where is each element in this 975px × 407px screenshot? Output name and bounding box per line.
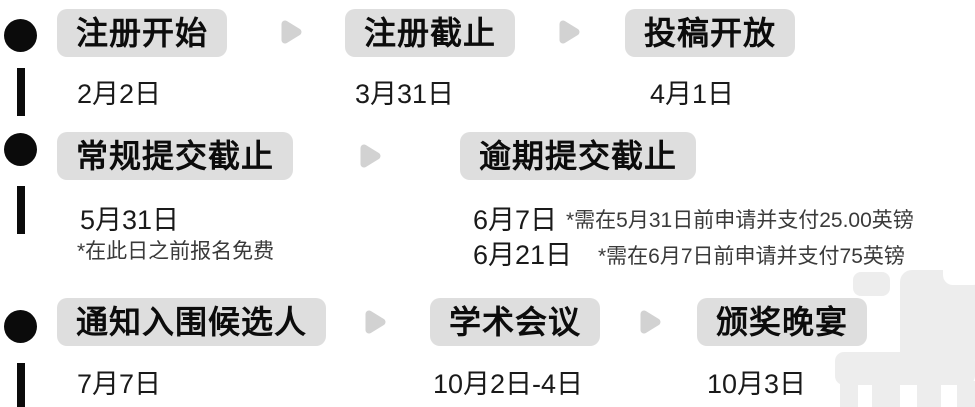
- timeline-dot: [4, 19, 37, 52]
- timeline-bar: [17, 186, 25, 234]
- step-badge-late-deadline: 逾期提交截止: [460, 132, 697, 180]
- timeline-bar: [17, 363, 25, 407]
- step-badge-submission-open: 投稿开放: [625, 9, 796, 57]
- step-note: *需在6月7日前申请并支付75英镑: [598, 245, 905, 268]
- step-date: 10月3日: [707, 369, 807, 399]
- step-date: 5月31日: [80, 205, 180, 235]
- watermark-icon: [835, 257, 975, 407]
- arrow-right-icon: [640, 310, 661, 334]
- arrow-right-icon: [559, 20, 580, 44]
- step-date: 10月2日-4日: [433, 369, 584, 399]
- step-date: 4月1日: [650, 79, 735, 109]
- step-date: 2月2日: [77, 79, 162, 109]
- step-badge-registration-close: 注册截止: [345, 9, 516, 57]
- arrow-right-icon: [365, 310, 386, 334]
- step-date: 7月7日: [77, 369, 162, 399]
- step-badge-conference: 学术会议: [430, 298, 601, 346]
- step-badge-awards-dinner: 颁奖晚宴: [697, 298, 868, 346]
- timeline-bar: [17, 68, 25, 116]
- step-note: *需在5月31日前申请并支付25.00英镑: [566, 209, 914, 232]
- step-badge-registration-open: 注册开始: [57, 9, 228, 57]
- step-date: 6月7日: [473, 205, 558, 235]
- arrow-right-icon: [360, 144, 381, 168]
- step-note: *在此日之前报名免费: [77, 240, 275, 263]
- timeline-dot: [4, 133, 37, 166]
- step-badge-shortlist-notify: 通知入围候选人: [57, 298, 327, 346]
- timeline-dot: [4, 310, 37, 343]
- step-date: 6月21日: [473, 240, 573, 270]
- step-badge-regular-deadline: 常规提交截止: [57, 132, 294, 180]
- step-date: 3月31日: [355, 79, 455, 109]
- arrow-right-icon: [281, 20, 302, 44]
